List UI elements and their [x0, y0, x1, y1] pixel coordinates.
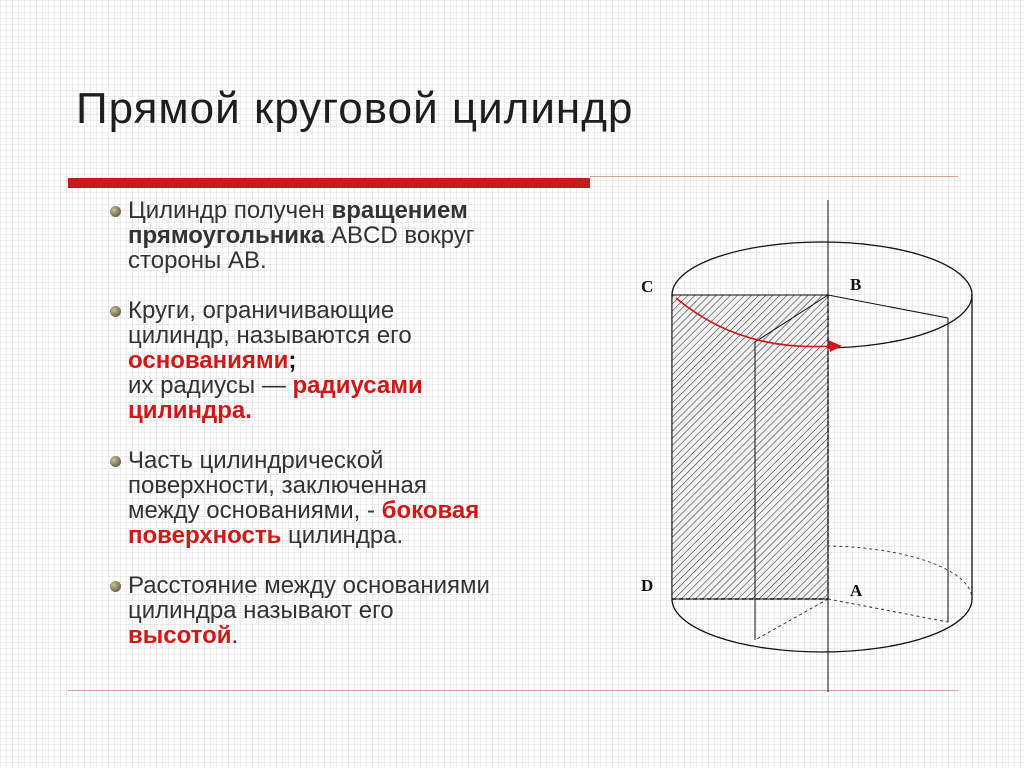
- bullet-line: Расстояние между основаниями: [128, 573, 598, 598]
- label-c: C: [641, 277, 653, 296]
- bullet-text: Круги, ограничивающие: [128, 297, 395, 324]
- bullet-dot-icon: [110, 581, 121, 592]
- bullet-text: поверхности, заключенная: [128, 472, 427, 499]
- bullet-line: высотой.: [128, 623, 598, 648]
- divider-bottom: [68, 690, 958, 691]
- rotated-edge-1-bottom: [754, 598, 829, 641]
- bullet-dot-icon: [110, 456, 121, 467]
- bullet-line: поверхности, заключенная: [128, 473, 598, 498]
- bullet-line: стороны AB.: [128, 248, 598, 273]
- bullet-text: прямоугольника: [128, 222, 325, 249]
- slide-title: Прямой круговой цилиндр: [76, 84, 634, 133]
- bullet-line: основаниями;: [128, 348, 598, 373]
- bullet-line: цилиндра называют его: [128, 598, 598, 623]
- highlight-term: цилиндра.: [128, 397, 252, 424]
- bullet-line: их радиусы — радиусами: [128, 373, 598, 398]
- label-b: B: [850, 275, 861, 294]
- highlight-term: радиусами: [292, 372, 423, 399]
- highlight-term: боковая: [381, 497, 480, 524]
- bullet-text: стороны AB.: [128, 247, 267, 274]
- bullet-text: Расстояние между основаниями: [128, 572, 490, 599]
- highlight-term: основаниями: [128, 347, 289, 374]
- highlight-term: поверхность: [128, 522, 282, 549]
- bullet-dot-icon: [110, 206, 121, 217]
- rotated-edge-1-top: [754, 294, 829, 343]
- rectangle-abcd: [671, 294, 829, 600]
- bullet-line: Цилиндр получен вращением: [128, 198, 598, 223]
- title-underline-bar: [68, 178, 590, 188]
- bullet-text: цилиндр, называются его: [128, 322, 412, 349]
- rotated-edge-2-top: [827, 294, 949, 319]
- bullet-text: ;: [288, 347, 297, 374]
- highlight-term: высотой: [128, 622, 232, 649]
- cylinder-diagram: C B D A: [641, 200, 973, 692]
- bullet-text: между основаниями, -: [128, 497, 382, 524]
- bullet-line: поверхность цилиндра.: [128, 523, 598, 548]
- bullet-text: ABCD вокруг: [324, 222, 475, 249]
- divider-top: [590, 176, 958, 177]
- rotated-edge-2-bottom: [827, 598, 949, 623]
- bullet-line: Часть цилиндрической: [128, 448, 598, 473]
- bullet-line: прямоугольника ABCD вокруг: [128, 223, 598, 248]
- bullet-text: их радиусы —: [128, 372, 293, 399]
- label-d: D: [641, 576, 653, 595]
- bullet-line: цилиндр, называются его: [128, 323, 598, 348]
- bottom-base-front-arc: [671, 598, 973, 653]
- bullet-text: цилиндра.: [281, 522, 404, 549]
- bullet-dot-icon: [110, 306, 121, 317]
- bullet-text: .: [231, 622, 239, 649]
- bullet-line: между основаниями, - боковая: [128, 498, 598, 523]
- rotation-arrow: [675, 297, 833, 348]
- rotation-arrow-head: [828, 340, 842, 352]
- label-a: A: [850, 581, 863, 600]
- bullet-text: Часть цилиндрической: [128, 447, 384, 474]
- bullet-text: Цилиндр получен: [128, 197, 332, 224]
- bullet-line: цилиндра.: [128, 398, 598, 423]
- bullet-text: цилиндра называют его: [128, 597, 394, 624]
- bullet-line: Круги, ограничивающие: [128, 298, 598, 323]
- bullet-text: вращением: [331, 197, 468, 224]
